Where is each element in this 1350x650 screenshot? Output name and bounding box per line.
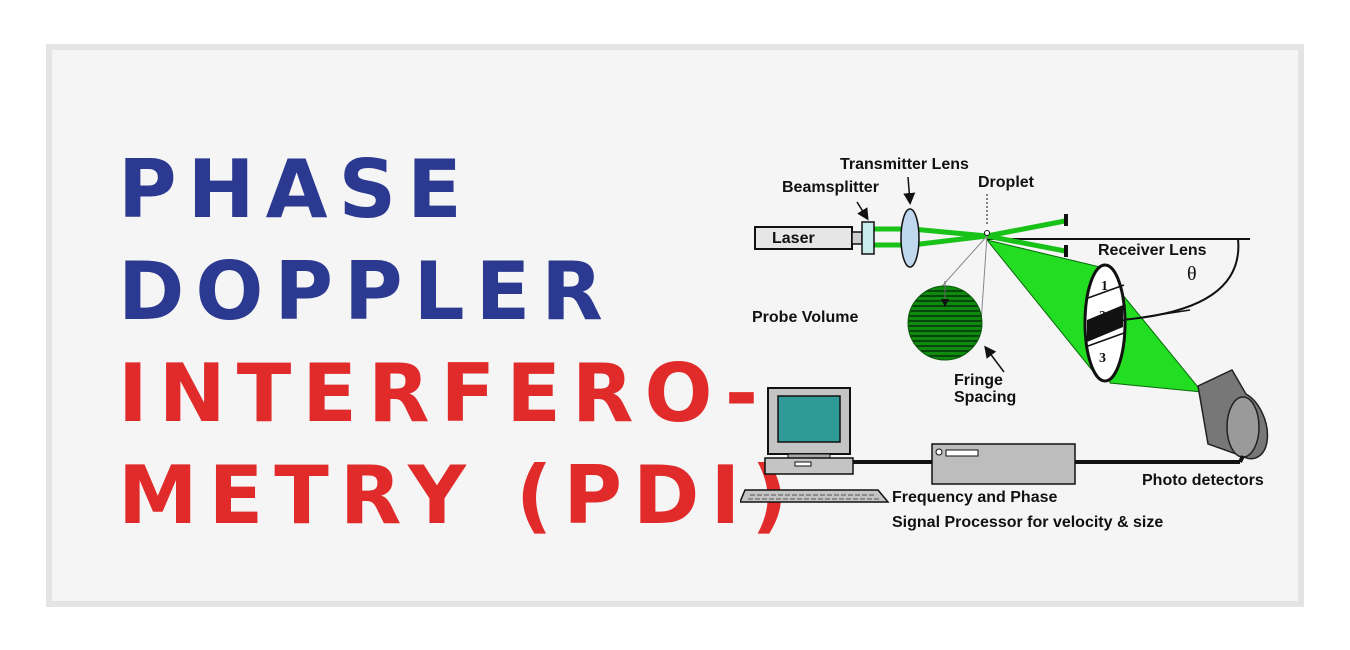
spacing-label: Spacing bbox=[954, 389, 1016, 406]
processor-label-line2: Signal Processor for velocity & size bbox=[892, 514, 1163, 531]
theta-symbol: θ bbox=[1187, 263, 1197, 285]
receiver-lens-label: Receiver Lens bbox=[1098, 242, 1207, 259]
transmitter-lens-icon bbox=[900, 208, 920, 268]
laser-label: Laser bbox=[772, 230, 815, 247]
beamsplitter-label: Beamsplitter bbox=[782, 179, 879, 196]
beamsplitter-icon bbox=[861, 221, 875, 255]
photo-detectors-label: Photo detectors bbox=[1142, 472, 1264, 489]
droplet-icon bbox=[984, 230, 990, 236]
photo-detector-icon bbox=[1197, 369, 1269, 460]
processor-label-line1: Frequency and Phase bbox=[892, 489, 1057, 506]
title-line-3: INTERFERO- bbox=[118, 347, 770, 440]
receiver-segment-2: 2 bbox=[1099, 309, 1106, 324]
probe-volume-label: Probe Volume bbox=[752, 309, 858, 326]
title-line-1: PHASE bbox=[118, 143, 473, 236]
signal-cables bbox=[852, 455, 1245, 464]
signal-processor-icon bbox=[931, 443, 1076, 485]
beam-stop-icon bbox=[1064, 214, 1068, 257]
droplet-label: Droplet bbox=[978, 174, 1035, 191]
laser-icon bbox=[754, 226, 863, 250]
keyboard-icon bbox=[740, 489, 890, 503]
laser-beams bbox=[870, 218, 1066, 254]
transmitter-lens-label: Transmitter Lens bbox=[840, 156, 969, 173]
pdi-setup-diagram: Laser Beamsplitter Transmitter Lens Drop… bbox=[740, 156, 1269, 531]
computer-icon bbox=[764, 387, 854, 475]
fringe-label: Fringe bbox=[954, 372, 1003, 389]
title-line-4: METRY (PDI) bbox=[118, 449, 799, 542]
receiver-segment-1: 1 bbox=[1101, 279, 1108, 294]
title-line-2: DOPPLER bbox=[118, 245, 614, 338]
receiver-lens-icon bbox=[1083, 263, 1191, 383]
receiver-segment-3: 3 bbox=[1099, 351, 1106, 366]
